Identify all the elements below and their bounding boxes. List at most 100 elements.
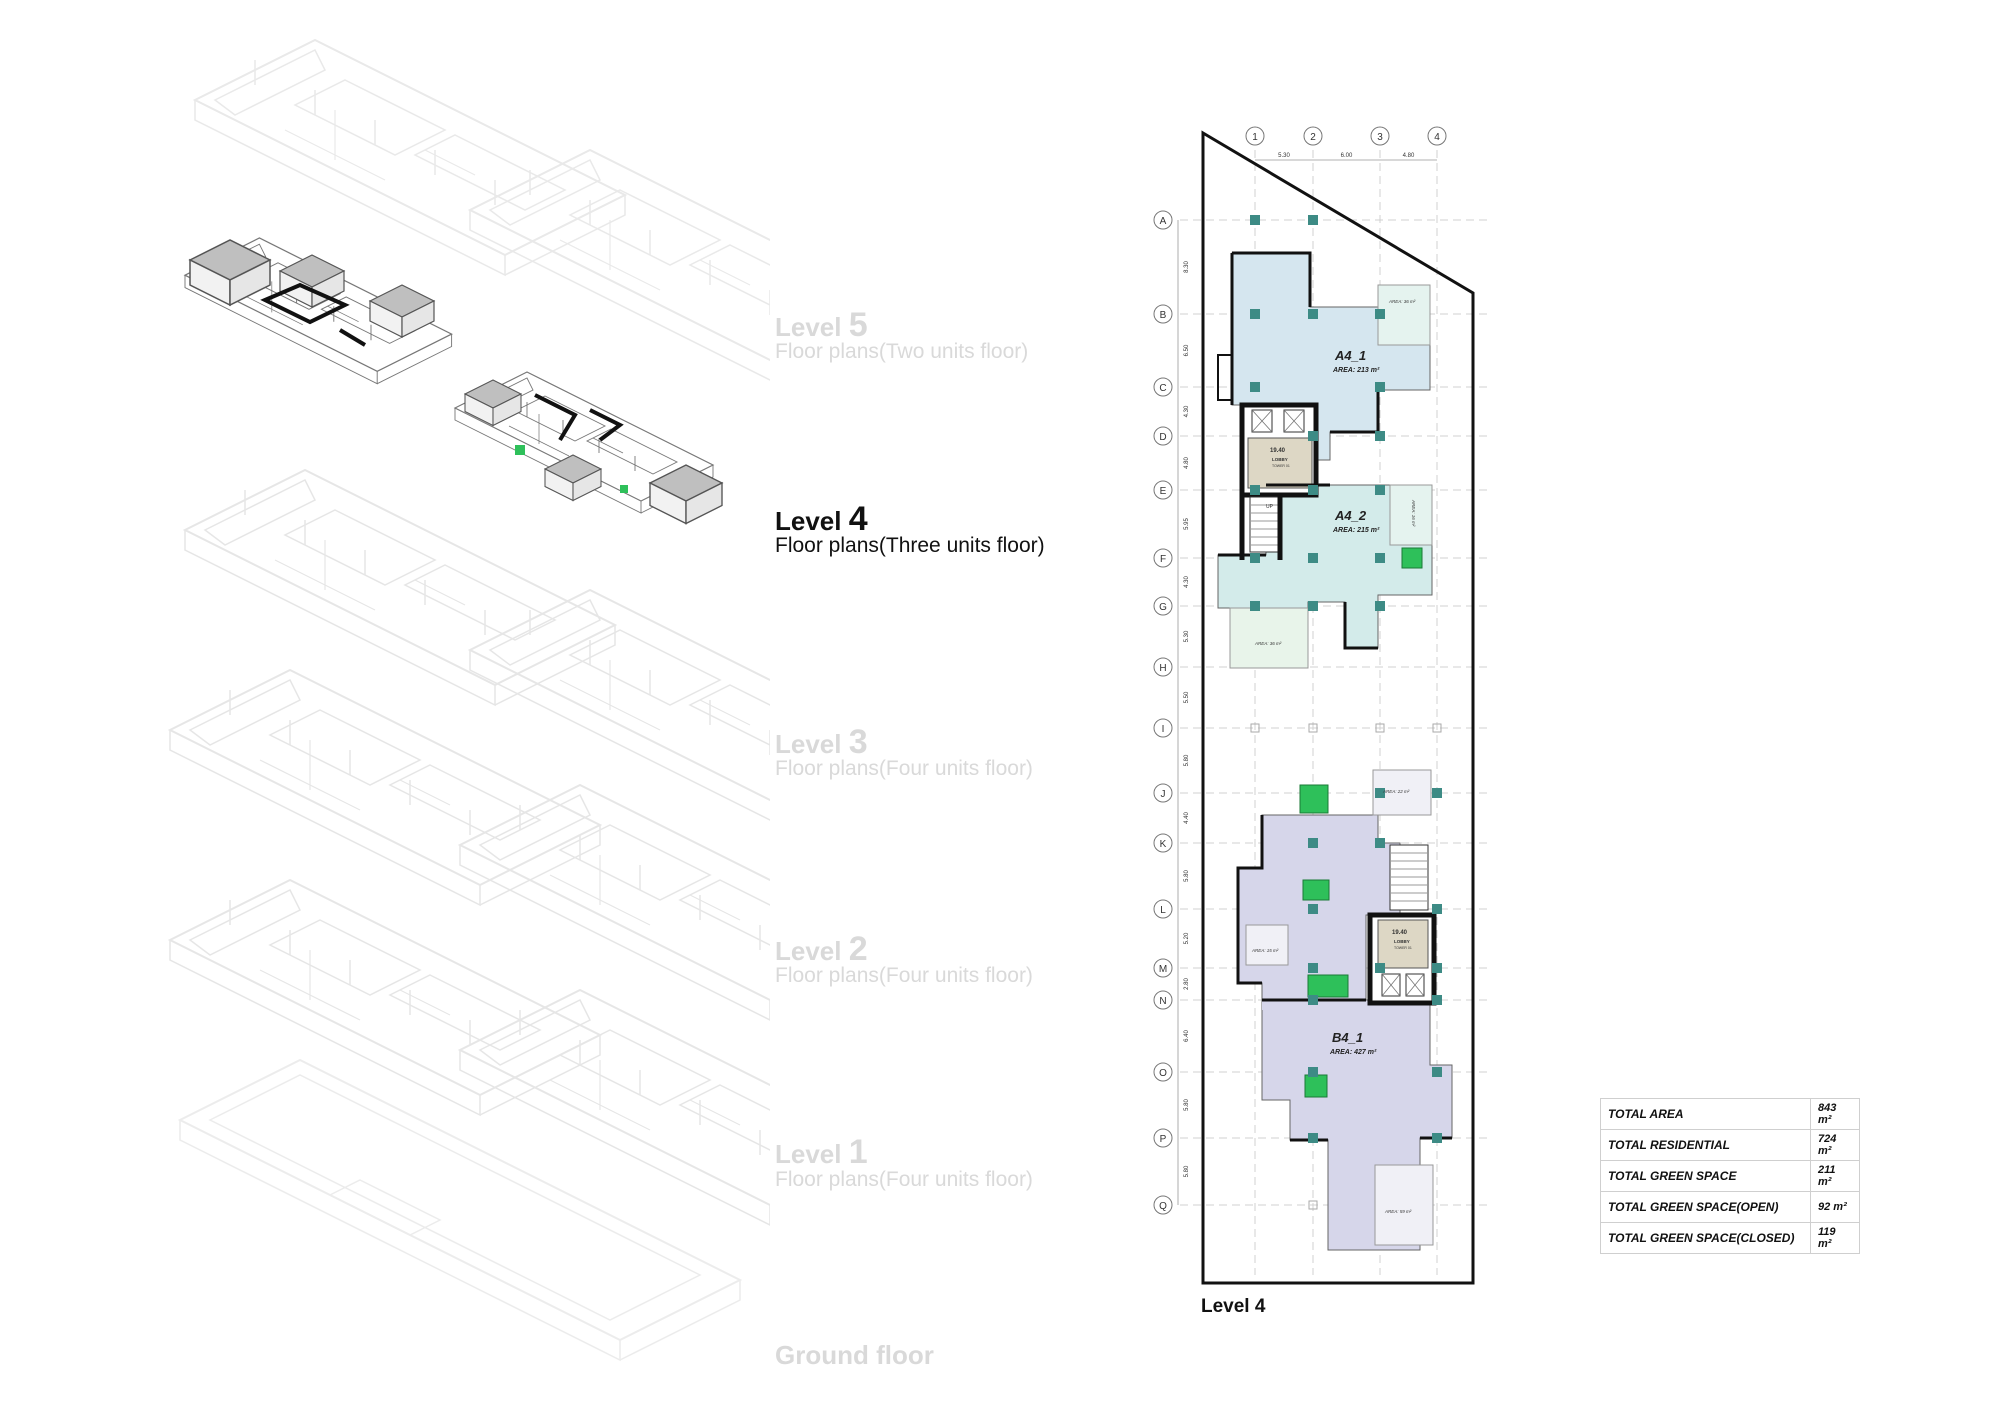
structural-column	[1308, 963, 1318, 973]
structural-column	[1375, 838, 1385, 848]
axis-bubble-row-K	[1153, 833, 1173, 853]
axis-bubble-row-J	[1153, 783, 1173, 803]
row-spacing: 5.95	[1184, 518, 1190, 530]
column-placeholder	[1432, 723, 1442, 733]
stat-label: TOTAL AREA	[1600, 1098, 1811, 1130]
structural-column	[1308, 215, 1318, 225]
row-spacing: 5.80	[1184, 1099, 1190, 1111]
structural-column	[1250, 382, 1260, 392]
unit-a4-2-area: AREA: 215 m²	[1332, 527, 1380, 534]
row-spacing: 8.30	[1184, 261, 1190, 273]
green-b-left-box	[1245, 924, 1289, 966]
axis-bubble-col-2	[1303, 126, 1323, 146]
row-spacing: 5.50	[1184, 691, 1190, 703]
green-a2-bottom-box	[1229, 607, 1309, 669]
structural-column	[1250, 553, 1260, 563]
row-spacing: 6.40	[1184, 1030, 1190, 1042]
plan-caption: Level 4	[1201, 1296, 1266, 1317]
axis-label-row-K: K	[1160, 839, 1167, 850]
axis-bubble-row-G	[1153, 596, 1173, 616]
stat-value: 119 m²	[1810, 1222, 1860, 1254]
stat-value: 92 m²	[1810, 1191, 1860, 1223]
axis-label-row-C: C	[1159, 383, 1166, 394]
lobby-top-sub: TOWER 01	[1272, 464, 1290, 468]
row-spacing: 4.80	[1184, 457, 1190, 469]
structural-column	[1432, 788, 1442, 798]
structural-column	[1432, 904, 1442, 914]
axis-label-row-I: I	[1162, 724, 1165, 735]
row-spacing: 5.80	[1184, 1165, 1190, 1177]
structural-column	[1375, 382, 1385, 392]
green-b-top-area: AREA: 22 m²	[1382, 789, 1410, 794]
unit-b4-1-area: AREA: 427 m²	[1329, 1049, 1377, 1056]
level-4-subtitle: Floor plans(Three units floor)	[775, 534, 1045, 557]
axis-label-row-O: O	[1159, 1068, 1167, 1079]
column-placeholder	[1308, 1200, 1318, 1210]
row-spacing: 4.30	[1184, 576, 1190, 588]
axis-bubble-row-A	[1153, 210, 1173, 230]
axis-label-row-N: N	[1159, 996, 1166, 1007]
site-boundary	[1201, 130, 1475, 1285]
structural-column	[1308, 309, 1318, 319]
row-spacing: 6.50	[1184, 344, 1190, 356]
structural-column	[1432, 963, 1442, 973]
structural-column	[1308, 995, 1318, 1005]
lobby-top-elev: 19.40	[1270, 448, 1286, 454]
lobby-bottom-label: LOBBY	[1394, 939, 1410, 944]
isometric-stack	[169, 39, 770, 1362]
green-a2-bottom-area: AREA: 36 m²	[1254, 641, 1282, 646]
col-spacing: 5.30	[1278, 153, 1290, 159]
structural-column	[1250, 215, 1260, 225]
axis-bubble-row-C	[1153, 377, 1173, 397]
axis-bubble-row-L	[1153, 899, 1173, 919]
level-2-subtitle: Floor plans(Four units floor)	[775, 964, 1033, 987]
structural-column	[1308, 601, 1318, 611]
structural-column	[1250, 485, 1260, 495]
axis-label-row-J: J	[1161, 789, 1166, 800]
axis-label-row-G: G	[1159, 602, 1167, 613]
level-3-title: Level 3	[775, 723, 868, 761]
axis-label-row-L: L	[1160, 905, 1166, 916]
structural-column	[1250, 309, 1260, 319]
level-1-subtitle: Floor plans(Four units floor)	[775, 1168, 1033, 1191]
level-5-subtitle: Floor plans(Two units floor)	[775, 340, 1029, 363]
axis-label-row-M: M	[1159, 964, 1167, 975]
axis-label-row-B: B	[1160, 310, 1167, 321]
unit-a4-1-name: A4_1	[1334, 348, 1366, 363]
stat-value: 843 m²	[1810, 1098, 1860, 1130]
row-spacing: 5.80	[1184, 870, 1190, 882]
stat-value: 211 m²	[1810, 1160, 1860, 1192]
lobby-bottom-elev: 19.40	[1392, 930, 1408, 936]
green-b-bottom-area: AREA: 59 m²	[1384, 1209, 1412, 1214]
axis-bubble-col-3	[1370, 126, 1390, 146]
axis-bubble-row-M	[1153, 958, 1173, 978]
axis-bubble-row-Q	[1153, 1195, 1173, 1215]
col-spacing: 6.00	[1341, 153, 1353, 159]
ground-floor-title: Ground floor	[775, 1340, 934, 1370]
axis-bubble-row-B	[1153, 304, 1173, 324]
axis-label-col-4: 4	[1434, 132, 1440, 143]
lobby-bottom-sub: TOWER 01	[1394, 946, 1412, 950]
level-2-title: Level 2	[775, 930, 868, 968]
level-1-title: Level 1	[775, 1133, 868, 1171]
axis-bubble-row-F	[1153, 548, 1173, 568]
stat-label: TOTAL GREEN SPACE(OPEN)	[1600, 1191, 1811, 1223]
table-row: TOTAL GREEN SPACE(OPEN)92 m²	[1600, 1191, 1860, 1223]
structural-column	[1375, 601, 1385, 611]
row-spacing: 2.80	[1184, 978, 1190, 990]
structural-column	[1375, 485, 1385, 495]
structural-column	[1432, 1133, 1442, 1143]
column-placeholder	[1375, 723, 1385, 733]
structural-column	[1308, 431, 1318, 441]
structural-column	[1375, 431, 1385, 441]
stat-label: TOTAL GREEN SPACE	[1600, 1160, 1811, 1192]
row-spacing: 5.20	[1184, 932, 1190, 944]
structural-column	[1308, 553, 1318, 563]
axis-label-col-3: 3	[1377, 132, 1383, 143]
axis-label-col-2: 2	[1310, 132, 1316, 143]
col-spacing: 4.80	[1403, 153, 1415, 159]
green-b-left-area: AREA: 15 m²	[1251, 948, 1279, 953]
